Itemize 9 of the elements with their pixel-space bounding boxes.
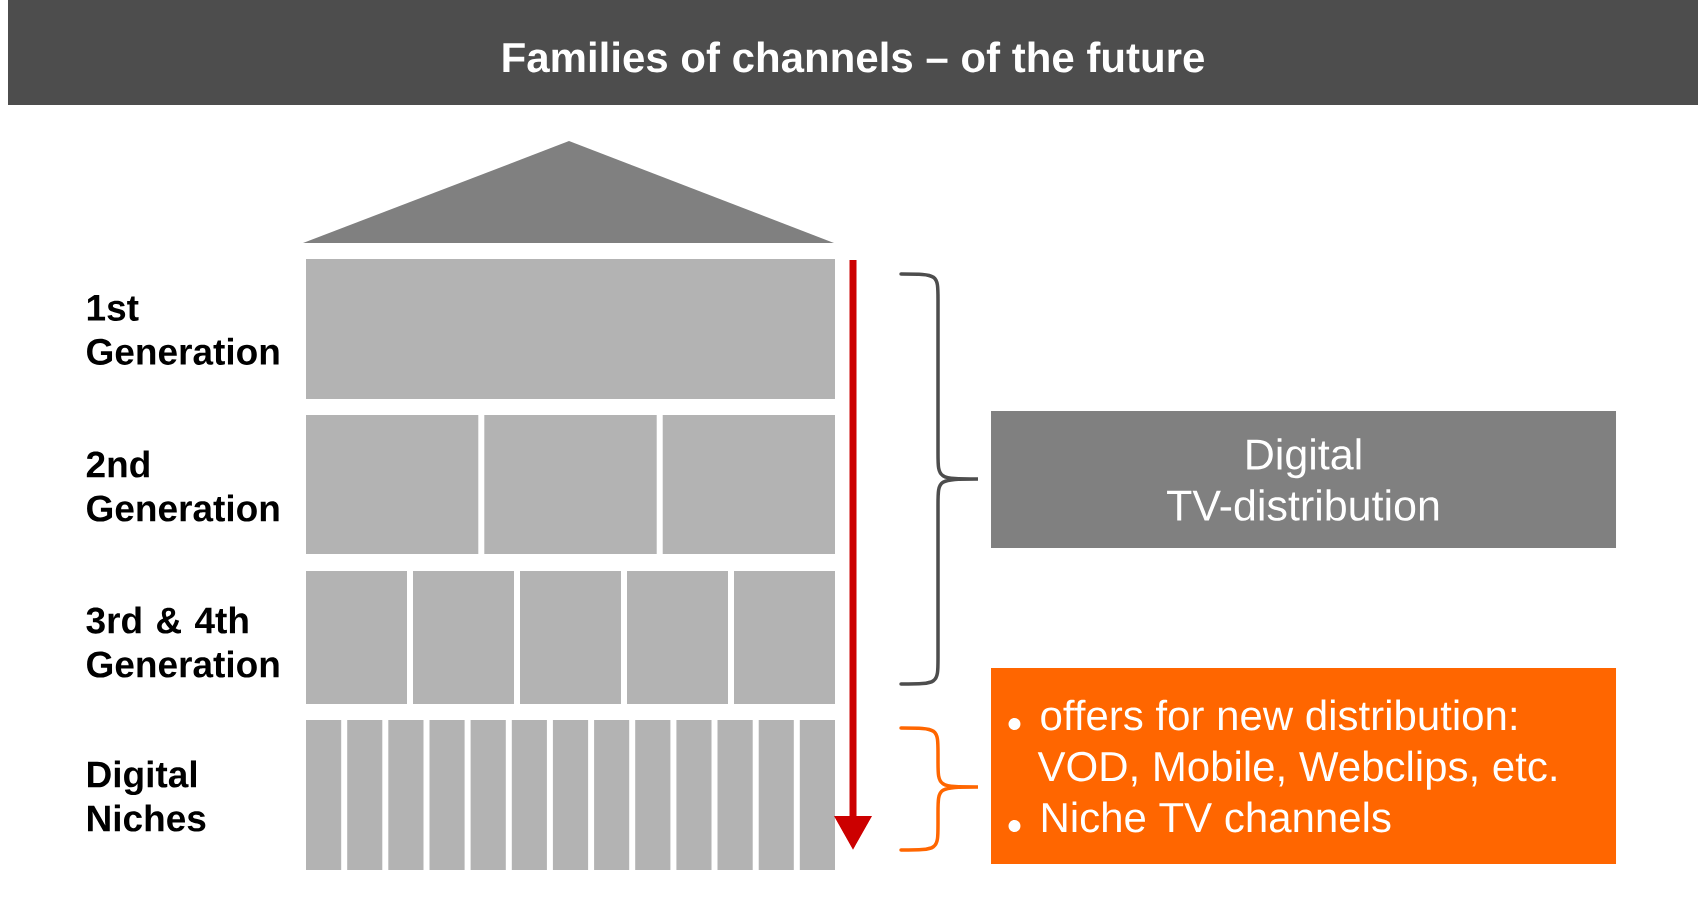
row-label: Digital Niches [88, 760, 206, 832]
row-label: 1st Generation [87, 295, 279, 365]
title-bar: Families of channels – of the future [8, 0, 1698, 105]
info-box: Digital TV-distribution [991, 411, 1616, 548]
row-label: 3rd & 4th Generation [86, 606, 279, 678]
bullet-item: offers for new distribution: VOD, Mobile, Webclips, etc. [1008, 699, 1556, 790]
bullet-item: Niche TV channels [1008, 801, 1391, 833]
callout-box [991, 668, 1616, 864]
row-label: 2nd Generation [86, 450, 279, 522]
